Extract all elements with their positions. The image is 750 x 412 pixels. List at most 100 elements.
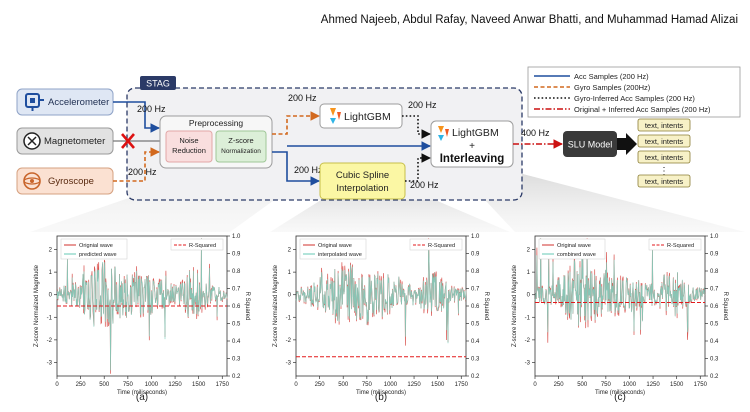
x-tick-label: 1250	[168, 382, 182, 388]
y-tick-label: -1	[47, 315, 53, 321]
x-tick-label: 0	[294, 382, 298, 388]
accelerometer-icon	[25, 93, 44, 111]
x-tick-label: 1500	[670, 382, 684, 388]
legend-item: Gyro-Inferred Acc Samples (200 Hz)	[574, 94, 695, 103]
y-tick-label: -3	[525, 360, 531, 366]
legend-label: R-Squared	[428, 243, 455, 249]
x-tick-label: 1000	[145, 382, 159, 388]
x-axis-label: Time (miliseconds)	[595, 390, 645, 396]
zscore-box	[215, 130, 267, 163]
x-axis-label: Time (miliseconds)	[356, 390, 406, 396]
y2-tick-label: 0.7	[710, 287, 719, 293]
spline-label-2: Interpolation	[336, 183, 388, 194]
interleave-plus: +	[469, 141, 475, 152]
y2-tick-label: 1.0	[710, 234, 719, 240]
y2-tick-label: 0.6	[471, 304, 480, 310]
y-axis-label: Z-score Normalized Magnitude	[512, 264, 518, 347]
y2-tick-label: 0.3	[232, 357, 241, 363]
magnetometer-node: Magnetometer	[16, 127, 114, 155]
y-tick-label: -2	[286, 338, 292, 344]
panel-label: (a)	[136, 392, 148, 403]
legend-label: predicted wave	[79, 252, 117, 258]
y-tick-label: 1	[527, 270, 531, 276]
y2-tick-label: 0.9	[471, 252, 480, 258]
legend-box	[409, 238, 463, 251]
y-tick-label: 0	[288, 293, 292, 299]
noise-reduction-label-2: Reduction	[172, 146, 206, 155]
output-list: text, intents text, intents text, intent…	[637, 118, 691, 188]
preprocessing-title: Preprocessing	[189, 118, 244, 128]
legend-box	[299, 238, 367, 260]
y-tick-label: 2	[49, 248, 53, 254]
spline-block: Cubic Spline Interpolation	[319, 162, 406, 200]
to-lightgbm-arrow	[272, 111, 320, 135]
gyroscope-icon	[23, 172, 41, 190]
y2-tick-label: 0.4	[471, 339, 480, 345]
x-tick-label: 1000	[384, 382, 398, 388]
y-tick-label: 0	[49, 293, 53, 299]
y-tick-label: -3	[47, 360, 53, 366]
panel-label: (c)	[614, 392, 626, 403]
x-tick-label: 1500	[192, 382, 206, 388]
y2-tick-label: 0.7	[232, 287, 241, 293]
x-tick-label: 250	[554, 382, 565, 388]
rate-acc-in: 200 Hz	[137, 104, 166, 114]
x-axis-label: Time (miliseconds)	[117, 390, 167, 396]
y-tick-label: 2	[527, 248, 531, 254]
y2-tick-label: 0.5	[471, 322, 480, 328]
zscore-label-2: Normalization	[221, 148, 261, 155]
spline-label: Cubic Spline	[336, 170, 389, 181]
lightgbm-block: LightGBM	[319, 103, 403, 129]
y-tick-label: -2	[525, 338, 531, 344]
panel-label: (b)	[375, 392, 387, 403]
authors-line: Ahmed Najeeb, Abdul Rafay, Naveed Anwar …	[320, 14, 738, 26]
x-tick-label: 1750	[455, 382, 469, 388]
legend-box	[648, 238, 702, 251]
y2-tick-label: 0.8	[710, 269, 719, 275]
lightgbm-label: LightGBM	[344, 111, 391, 123]
acc-input-arrow	[113, 101, 160, 133]
series-line-predicted-wave	[56, 238, 228, 371]
rate-to-slu: 400 Hz	[521, 128, 550, 138]
y2-tick-label: 0.2	[232, 374, 241, 380]
series-line-combined-wave	[534, 238, 706, 333]
output-ellipsis: ⋮	[659, 166, 669, 177]
gyroscope-label: Gyroscope	[48, 176, 94, 187]
rate-from-spline: 200 Hz	[410, 180, 439, 190]
legend-label: interpolated wave	[318, 252, 362, 258]
interleave-lightgbm-label: LightGBM	[452, 127, 499, 139]
y2-tick-label: 1.0	[471, 234, 480, 240]
legend-item: Gyro Samples (200Hz)	[574, 83, 651, 92]
y2-tick-label: 0.2	[710, 374, 719, 380]
x-tick-label: 250	[315, 382, 326, 388]
y2-tick-label: 0.6	[710, 304, 719, 310]
legend-box	[538, 238, 606, 260]
lightgbm-logo-icon-2	[438, 126, 449, 141]
legend-label: Orignial wave	[79, 243, 113, 249]
y2-tick-label: 0.6	[232, 304, 241, 310]
output-item: text, intents	[645, 153, 684, 162]
blocked-x-icon	[121, 133, 135, 149]
y-tick-label: -1	[286, 315, 292, 321]
x-tick-label: 500	[338, 382, 349, 388]
legend-label: Original wave	[318, 243, 352, 249]
slu-model-block: SLU Model	[563, 131, 617, 157]
y2-tick-label: 0.8	[471, 269, 480, 275]
x-tick-label: 1750	[216, 382, 230, 388]
rate-to-spline: 200 Hz	[294, 165, 323, 175]
rate-gyro-in: 200 Hz	[128, 167, 157, 177]
noise-reduction-box	[165, 130, 213, 163]
x-tick-label: 1500	[431, 382, 445, 388]
x-tick-label: 1000	[623, 382, 637, 388]
y-tick-label: -3	[286, 360, 292, 366]
x-tick-label: 750	[362, 382, 373, 388]
x-tick-label: 250	[76, 382, 87, 388]
y-tick-label: -1	[525, 315, 531, 321]
x-tick-label: 500	[577, 382, 588, 388]
x-tick-label: 0	[533, 382, 537, 388]
gyro-input-arrow	[113, 147, 160, 182]
